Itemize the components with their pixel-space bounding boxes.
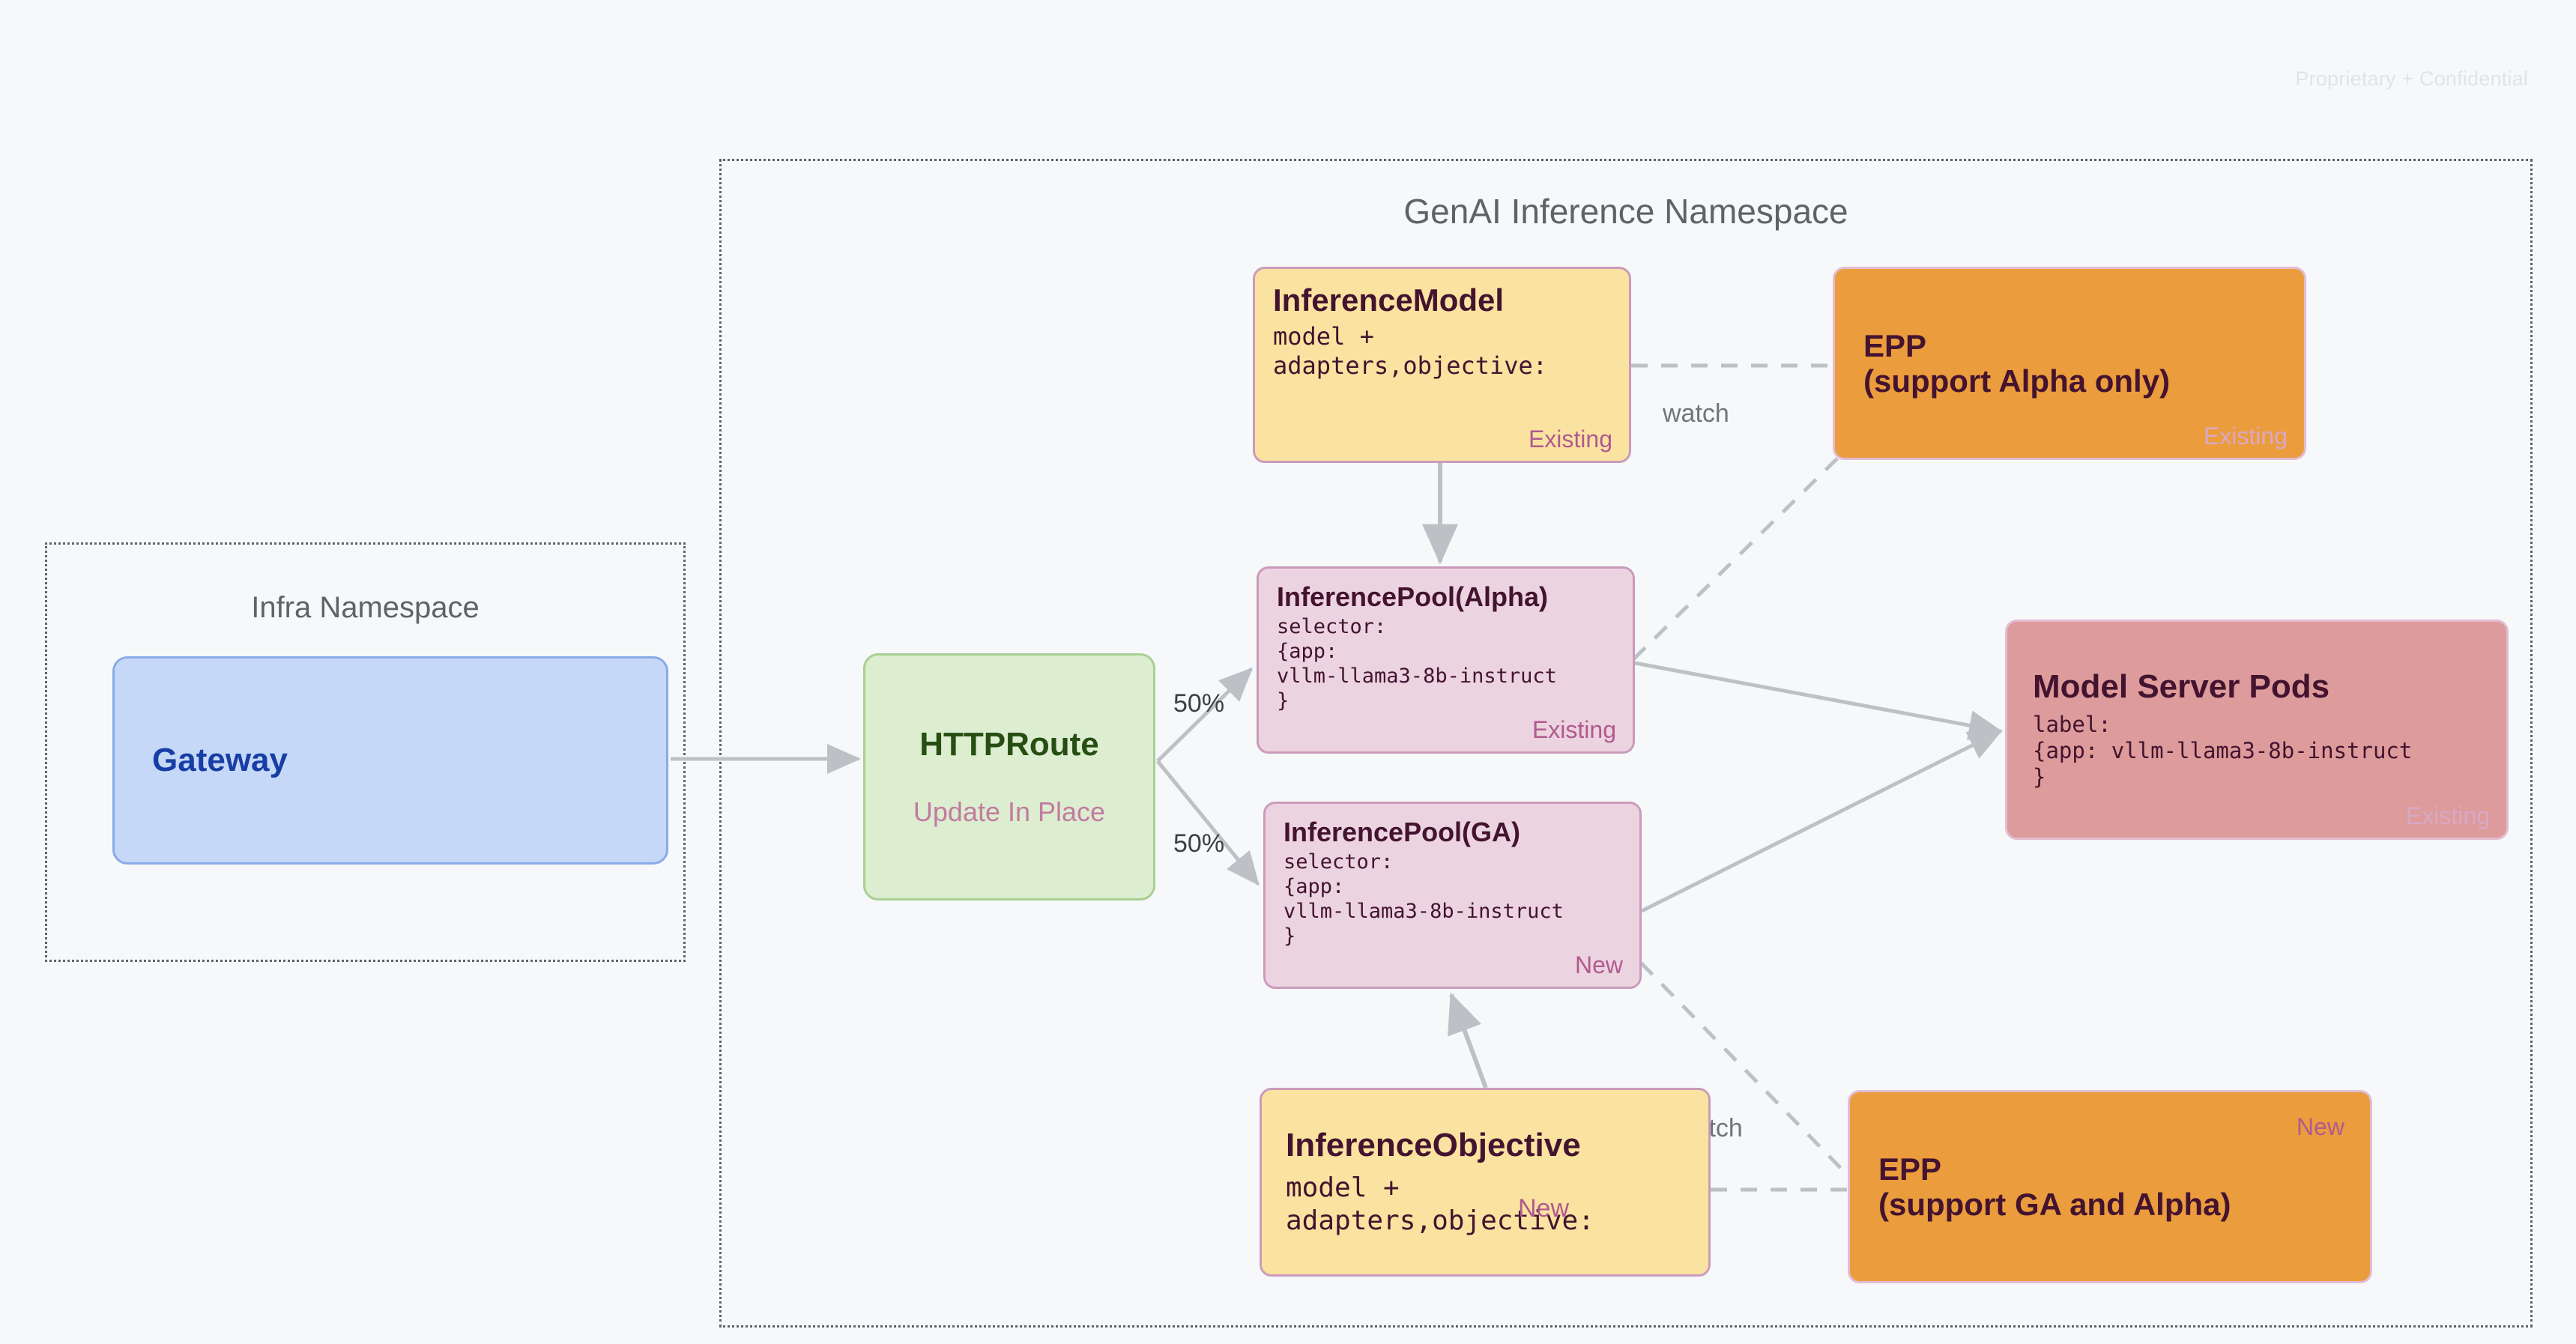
node-model-server-pods[interactable]: Model Server Pods label: {app: vllm-llam… — [2005, 620, 2509, 840]
pool-alpha-title: InferencePool(Alpha) — [1277, 581, 1549, 612]
model-server-pods-body: label: {app: vllm-llama3-8b-instruct } — [2033, 711, 2413, 790]
edge-label-split-top: 50% — [1173, 689, 1225, 718]
pool-ga-body: selector: {app: vllm-llama3-8b-instruct … — [1284, 850, 1564, 948]
edge-label-split-bottom: 50% — [1173, 829, 1225, 858]
pool-ga-title: InferencePool(GA) — [1284, 817, 1521, 847]
model-server-pods-title: Model Server Pods — [2033, 668, 2330, 706]
confidentiality-watermark: Proprietary + Confidential — [2295, 67, 2528, 90]
inference-objective-status: New — [1518, 1194, 1570, 1223]
node-epp-ga[interactable]: EPP (support GA and Alpha) New — [1848, 1090, 2372, 1283]
inference-model-status: Existing — [1528, 426, 1612, 452]
httproute-status: Update In Place — [913, 796, 1106, 827]
inference-model-title: InferenceModel — [1273, 282, 1505, 318]
edge-label-watch-top: watch — [1663, 399, 1729, 428]
node-epp-alpha[interactable]: EPP (support Alpha only) Existing — [1833, 267, 2306, 460]
node-inference-pool-alpha[interactable]: InferencePool(Alpha) selector: {app: vll… — [1257, 566, 1635, 754]
pool-alpha-body: selector: {app: vllm-llama3-8b-instruct … — [1277, 615, 1557, 713]
node-httproute[interactable]: HTTPRoute Update In Place — [863, 653, 1155, 900]
node-inference-objective[interactable]: InferenceObjective model + adapters,obje… — [1260, 1088, 1711, 1277]
gateway-title: Gateway — [152, 742, 288, 779]
node-inference-pool-ga[interactable]: InferencePool(GA) selector: {app: vllm-l… — [1263, 802, 1642, 989]
epp-ga-status: New — [2296, 1113, 2344, 1140]
inference-model-body: model + adapters,objective: — [1273, 322, 1548, 381]
pool-ga-status: New — [1574, 951, 1623, 978]
model-server-pods-status: Existing — [2405, 802, 2490, 829]
epp-alpha-status: Existing — [2203, 423, 2288, 449]
pool-alpha-status: Existing — [1532, 716, 1616, 743]
infra-namespace-container: Infra Namespace — [45, 542, 686, 962]
infra-namespace-title: Infra Namespace — [251, 591, 480, 624]
epp-ga-title: EPP (support GA and Alpha) — [1878, 1151, 2231, 1222]
genai-namespace-container: GenAI Inference Namespace — [719, 159, 2533, 1328]
epp-alpha-title: EPP (support Alpha only) — [1863, 327, 2171, 399]
node-gateway[interactable]: Gateway — [112, 656, 668, 865]
genai-namespace-title: GenAI Inference Namespace — [1403, 192, 1848, 231]
httproute-title: HTTPRoute — [919, 726, 1099, 763]
node-inference-model[interactable]: InferenceModel model + adapters,objectiv… — [1253, 267, 1631, 463]
inference-objective-title: InferenceObjective — [1286, 1127, 1581, 1164]
inference-objective-body: model + adapters,objective: — [1286, 1172, 1594, 1236]
